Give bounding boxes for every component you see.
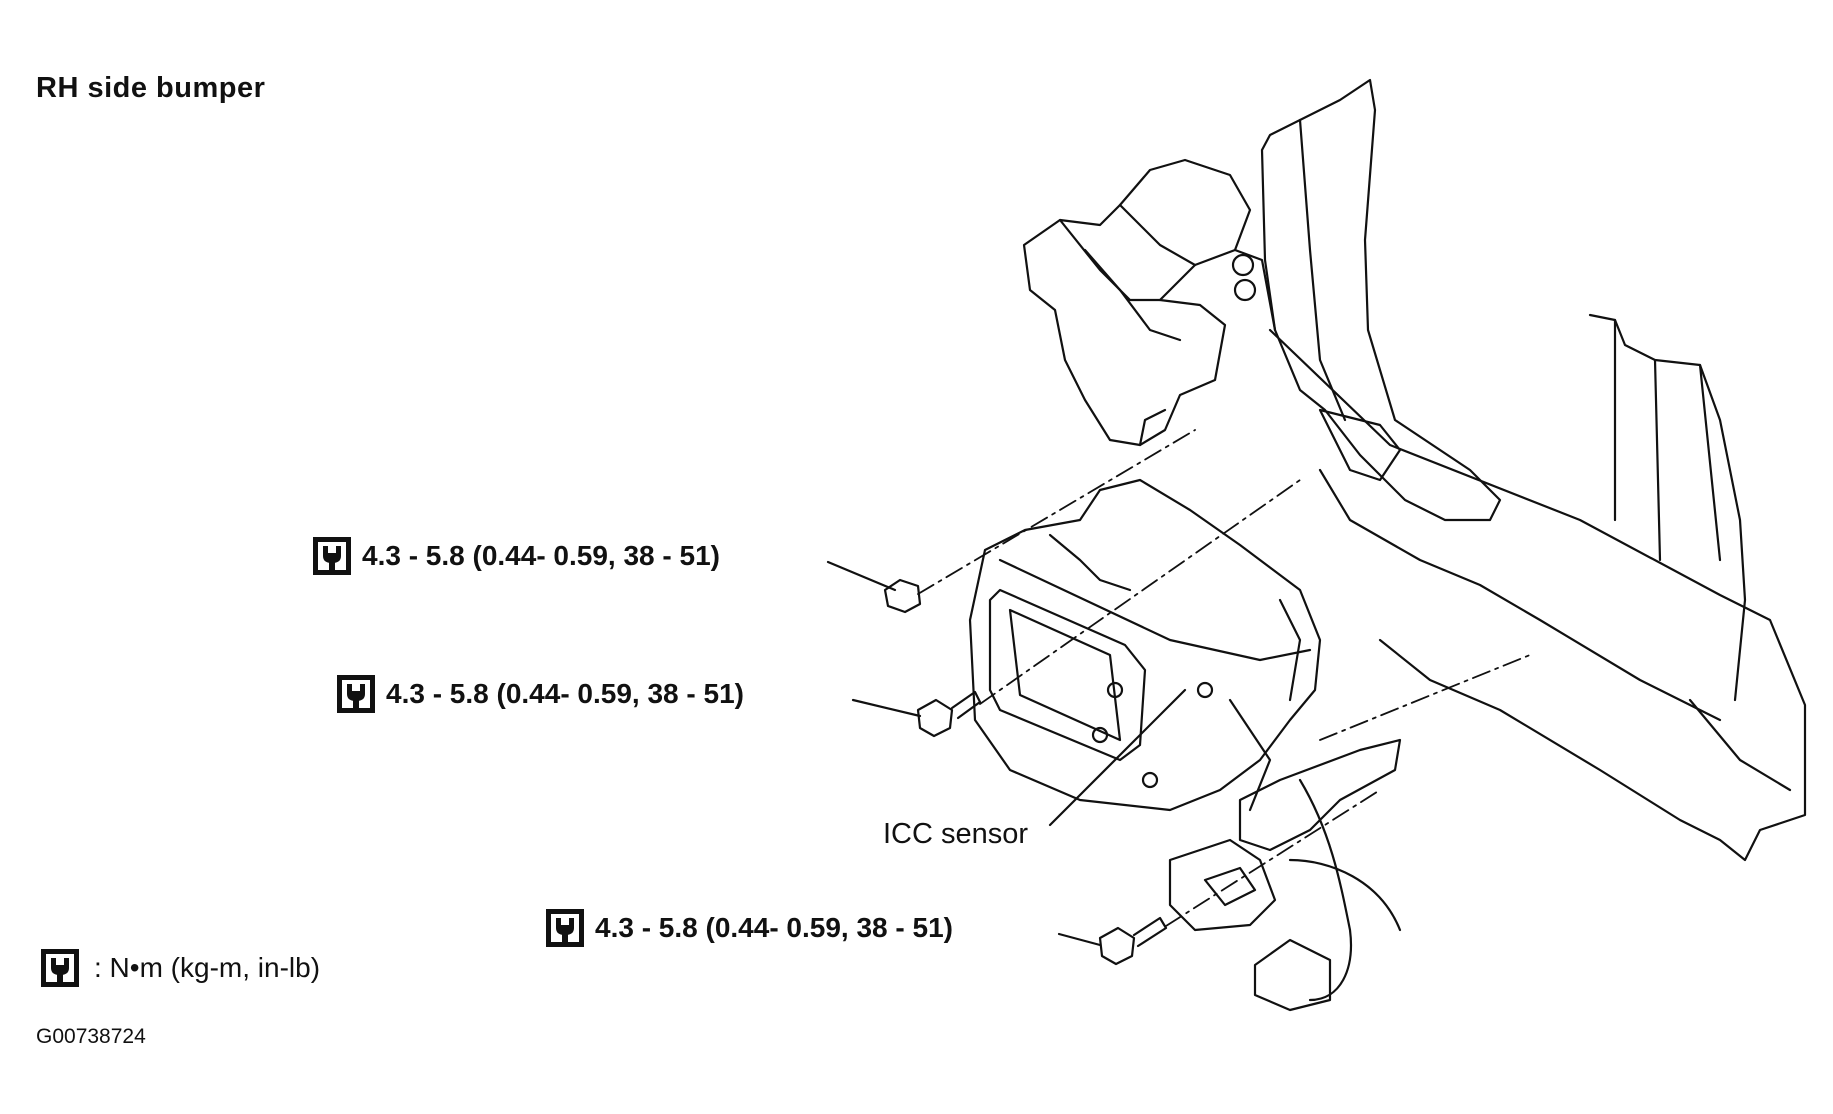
- legend-units-text: : N•m (kg-m, in-lb): [94, 952, 321, 983]
- torque-wrench-icon: [546, 909, 584, 947]
- icc-sensor-housing: [968, 478, 1322, 812]
- page-title: RH side bumper: [36, 72, 266, 104]
- torque-wrench-icon: [337, 675, 375, 713]
- bolt-middle: [916, 690, 982, 738]
- torque-legend: : N•m (kg-m, in-lb): [40, 948, 320, 988]
- torque-spec-text: 4.3 - 5.8 (0.44- 0.59, 38 - 51): [595, 912, 953, 943]
- icc-sensor-label: ICC sensor: [883, 818, 1029, 850]
- torque-spec-upper: 4.3 - 5.8 (0.44- 0.59, 38 - 51): [312, 536, 720, 576]
- lower-bracket: [1238, 738, 1402, 852]
- torque-wrench-icon: [41, 949, 79, 987]
- torque-spec-text: 4.3 - 5.8 (0.44- 0.59, 38 - 51): [386, 678, 744, 709]
- nut-upper: [883, 578, 922, 614]
- side-rail: [1268, 328, 1807, 862]
- upper-bracket: [1022, 158, 1252, 447]
- torque-spec-middle: 4.3 - 5.8 (0.44- 0.59, 38 - 51): [336, 674, 744, 714]
- torque-wrench-icon: [313, 537, 351, 575]
- bolt-lower: [1098, 916, 1168, 966]
- figure-code: G00738724: [36, 1025, 146, 1048]
- torque-spec-lower: 4.3 - 5.8 (0.44- 0.59, 38 - 51): [545, 908, 953, 948]
- sensor-harness: [1298, 778, 1352, 1002]
- torque-spec-text: 4.3 - 5.8 (0.44- 0.59, 38 - 51): [362, 540, 720, 571]
- pillar: [1260, 78, 1502, 522]
